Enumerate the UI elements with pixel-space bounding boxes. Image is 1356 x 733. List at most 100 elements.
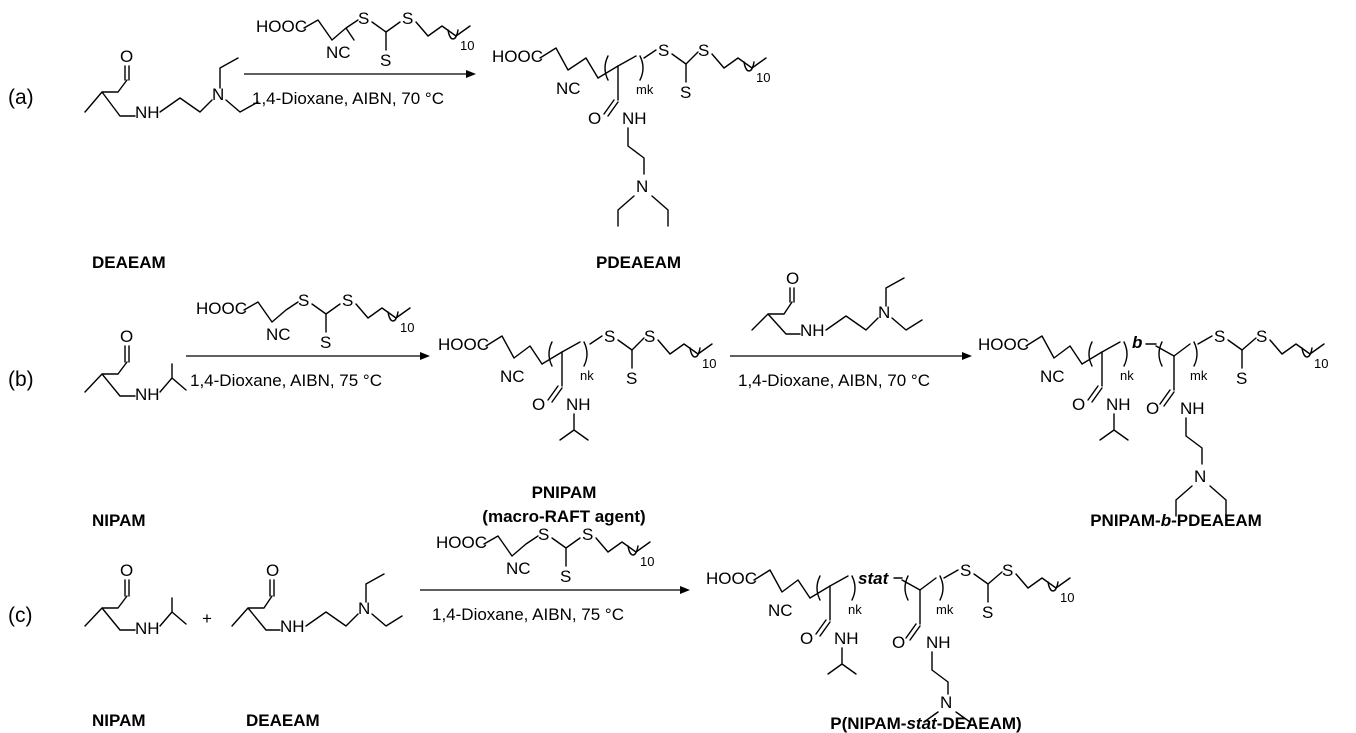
panel-c: (c) O NH + O NH N HOOC S NC [8, 525, 1074, 733]
amine-n: N [1194, 467, 1206, 486]
label-p-nipam-stat-deaeam: P(NIPAM-stat-DEAEAM) [830, 714, 1021, 733]
label-pnipam: PNIPAM [532, 483, 597, 502]
panel-b-letter: (b) [8, 368, 34, 391]
hooc-group: HOOC [438, 335, 489, 354]
nitrile-nc: NC [768, 601, 793, 620]
nk-subscript: nk [580, 368, 594, 383]
sulfur: S [358, 9, 369, 28]
carbonyl-oxygen: O [892, 633, 905, 652]
carbonyl-oxygen: O [588, 109, 601, 128]
sulfur: S [298, 291, 309, 310]
sulfur: S [582, 525, 593, 544]
raft-agent-a: HOOC S NC S S 10 [256, 9, 474, 70]
carbonyl-oxygen: O [532, 395, 545, 414]
sulfur: S [402, 9, 413, 28]
amine-n: N [358, 599, 370, 618]
nitrile-nc: NC [556, 79, 581, 98]
hooc-group: HOOC [256, 17, 307, 36]
deaeam-monomer-c: O NH N [231, 561, 403, 636]
conditions-c: 1,4-Dioxane, AIBN, 75 °C [432, 605, 624, 624]
nitrile-nc: NC [500, 367, 525, 386]
amide-nh: NH [1180, 399, 1205, 418]
thione-s: S [320, 333, 331, 352]
panel-a-letter: (a) [8, 86, 34, 109]
arrowhead [420, 352, 430, 360]
nitrile-nc: NC [326, 43, 351, 62]
deaeam-monomer-b: O NH N [751, 269, 923, 340]
pnipam-b-pdeaeam-structure: HOOC NC nk O NH b mk O NH N S [978, 327, 1328, 517]
nk-subscript: nk [1120, 368, 1134, 383]
thione-s: S [982, 603, 993, 622]
amide-nh: NH [566, 395, 591, 414]
amide-nh: NH [135, 385, 160, 404]
amide-nh: NH [1106, 395, 1131, 414]
sulfur: S [960, 561, 971, 580]
conditions-b2: 1,4-Dioxane, AIBN, 70 °C [738, 371, 930, 390]
repeat-10: 10 [1314, 356, 1328, 371]
sulfur: S [1214, 327, 1225, 346]
hooc-group: HOOC [196, 299, 247, 318]
nitrile-nc: NC [266, 325, 291, 344]
carbonyl-oxygen: O [266, 561, 279, 580]
amide-nh: NH [834, 629, 859, 648]
arrowhead [466, 70, 476, 78]
deaeam-monomer-a: O NH N [84, 47, 259, 122]
nipam-monomer-b: O NH [84, 327, 187, 404]
sulfur: S [698, 41, 709, 60]
nitrile-nc: NC [1040, 367, 1065, 386]
repeat-10: 10 [702, 356, 716, 371]
repeat-10: 10 [1060, 590, 1074, 605]
carbonyl-oxygen: O [120, 47, 133, 66]
nitrile-nc: NC [506, 559, 531, 578]
pdeaeam-structure: HOOC NC mk O NH N S S S 10 [492, 41, 770, 227]
carbonyl-oxygen: O [120, 327, 133, 346]
amine-n: N [636, 177, 648, 196]
carbonyl-oxygen: O [1146, 399, 1159, 418]
repeat-10: 10 [460, 38, 474, 53]
thione-s: S [560, 567, 571, 586]
label-deaeam-c: DEAEAM [246, 711, 320, 730]
nk-subscript: nk [848, 602, 862, 617]
amide-nh: NH [926, 633, 951, 652]
sulfur: S [1256, 327, 1267, 346]
amide-nh: NH [135, 619, 160, 638]
thione-s: S [380, 51, 391, 70]
carbonyl-oxygen: O [1072, 395, 1085, 414]
arrowhead [680, 586, 690, 594]
panel-a: (a) O NH N HOOC S NC S S 10 1 [8, 9, 770, 272]
sulfur: S [1002, 561, 1013, 580]
thione-s: S [1236, 369, 1247, 388]
amide-nh: NH [280, 617, 305, 636]
thione-s: S [626, 369, 637, 388]
amine-n: N [878, 303, 890, 322]
plus-sign: + [202, 609, 212, 628]
mk-subscript: mk [1190, 368, 1208, 383]
raft-agent-c: HOOC S NC S S 10 [436, 525, 654, 586]
nipam-monomer-c: O NH [84, 561, 187, 638]
p-nipam-stat-deaeam-structure: HOOC NC nk O NH stat mk O NH N S [706, 561, 1074, 723]
repeat-10: 10 [756, 70, 770, 85]
block-marker: b [1132, 333, 1142, 352]
sulfur: S [658, 41, 669, 60]
conditions-b1: 1,4-Dioxane, AIBN, 75 °C [190, 371, 382, 390]
carbonyl-oxygen: O [120, 561, 133, 580]
sulfur: S [604, 327, 615, 346]
carbonyl-oxygen: O [800, 629, 813, 648]
label-nipam-b: NIPAM [92, 511, 146, 530]
pnipam-structure: HOOC NC nk O NH S S S 10 [438, 327, 716, 441]
mk-subscript: mk [936, 602, 954, 617]
amine-n: N [940, 693, 952, 712]
carbonyl-oxygen: O [786, 269, 799, 288]
label-pdeaeam: PDEAEAM [596, 253, 681, 272]
label-deaeam-a: DEAEAM [92, 253, 166, 272]
label-pnipam-b-pdeaeam: PNIPAM-b-PDEAEAM [1090, 511, 1262, 530]
stat-marker: stat [858, 569, 890, 588]
arrowhead [962, 352, 972, 360]
mk-subscript: mk [636, 82, 654, 97]
hooc-group: HOOC [706, 569, 757, 588]
panel-b: (b) O NH HOOC S NC S S 10 1,4-Dioxane, A… [8, 269, 1328, 530]
sulfur: S [342, 291, 353, 310]
amine-n: N [212, 85, 224, 104]
amide-nh: NH [135, 103, 160, 122]
